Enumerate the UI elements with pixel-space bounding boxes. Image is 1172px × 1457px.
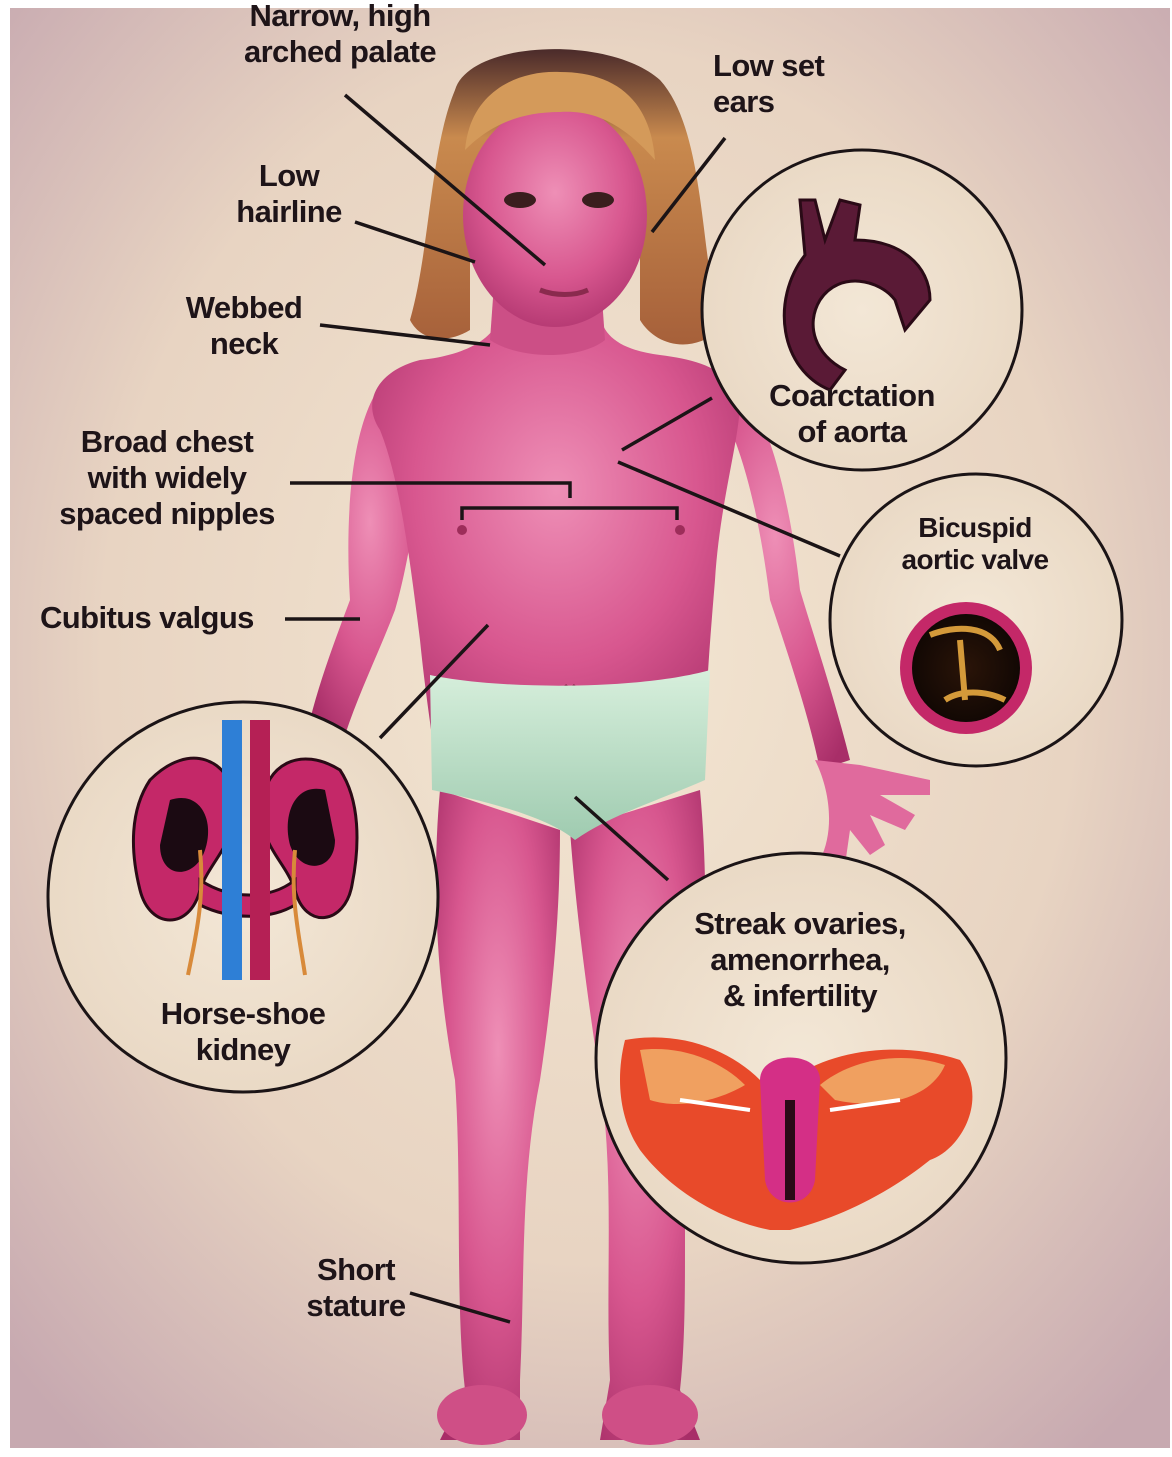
label-ovaries: Streak ovaries, amenorrhea, & infertilit…: [660, 906, 940, 1014]
label-palate: Narrow, high arched palate: [224, 0, 456, 70]
label-aorta: Coarctation of aorta: [742, 378, 962, 450]
label-neck: Webbed neck: [170, 290, 318, 362]
right-eye: [582, 192, 614, 208]
left-nipple: [457, 525, 467, 535]
label-ears: Low set ears: [713, 48, 824, 120]
right-foot: [602, 1385, 698, 1445]
label-cubitus: Cubitus valgus: [40, 600, 254, 636]
right-nipple: [675, 525, 685, 535]
label-kidney: Horse-shoe kidney: [134, 996, 352, 1068]
label-valve: Bicuspid aortic valve: [870, 512, 1080, 577]
label-chest: Broad chest with widely spaced nipples: [44, 424, 290, 532]
left-foot: [437, 1385, 527, 1445]
left-eye: [504, 192, 536, 208]
label-stature: Short stature: [296, 1252, 416, 1324]
label-hairline: Low hairline: [224, 158, 354, 230]
